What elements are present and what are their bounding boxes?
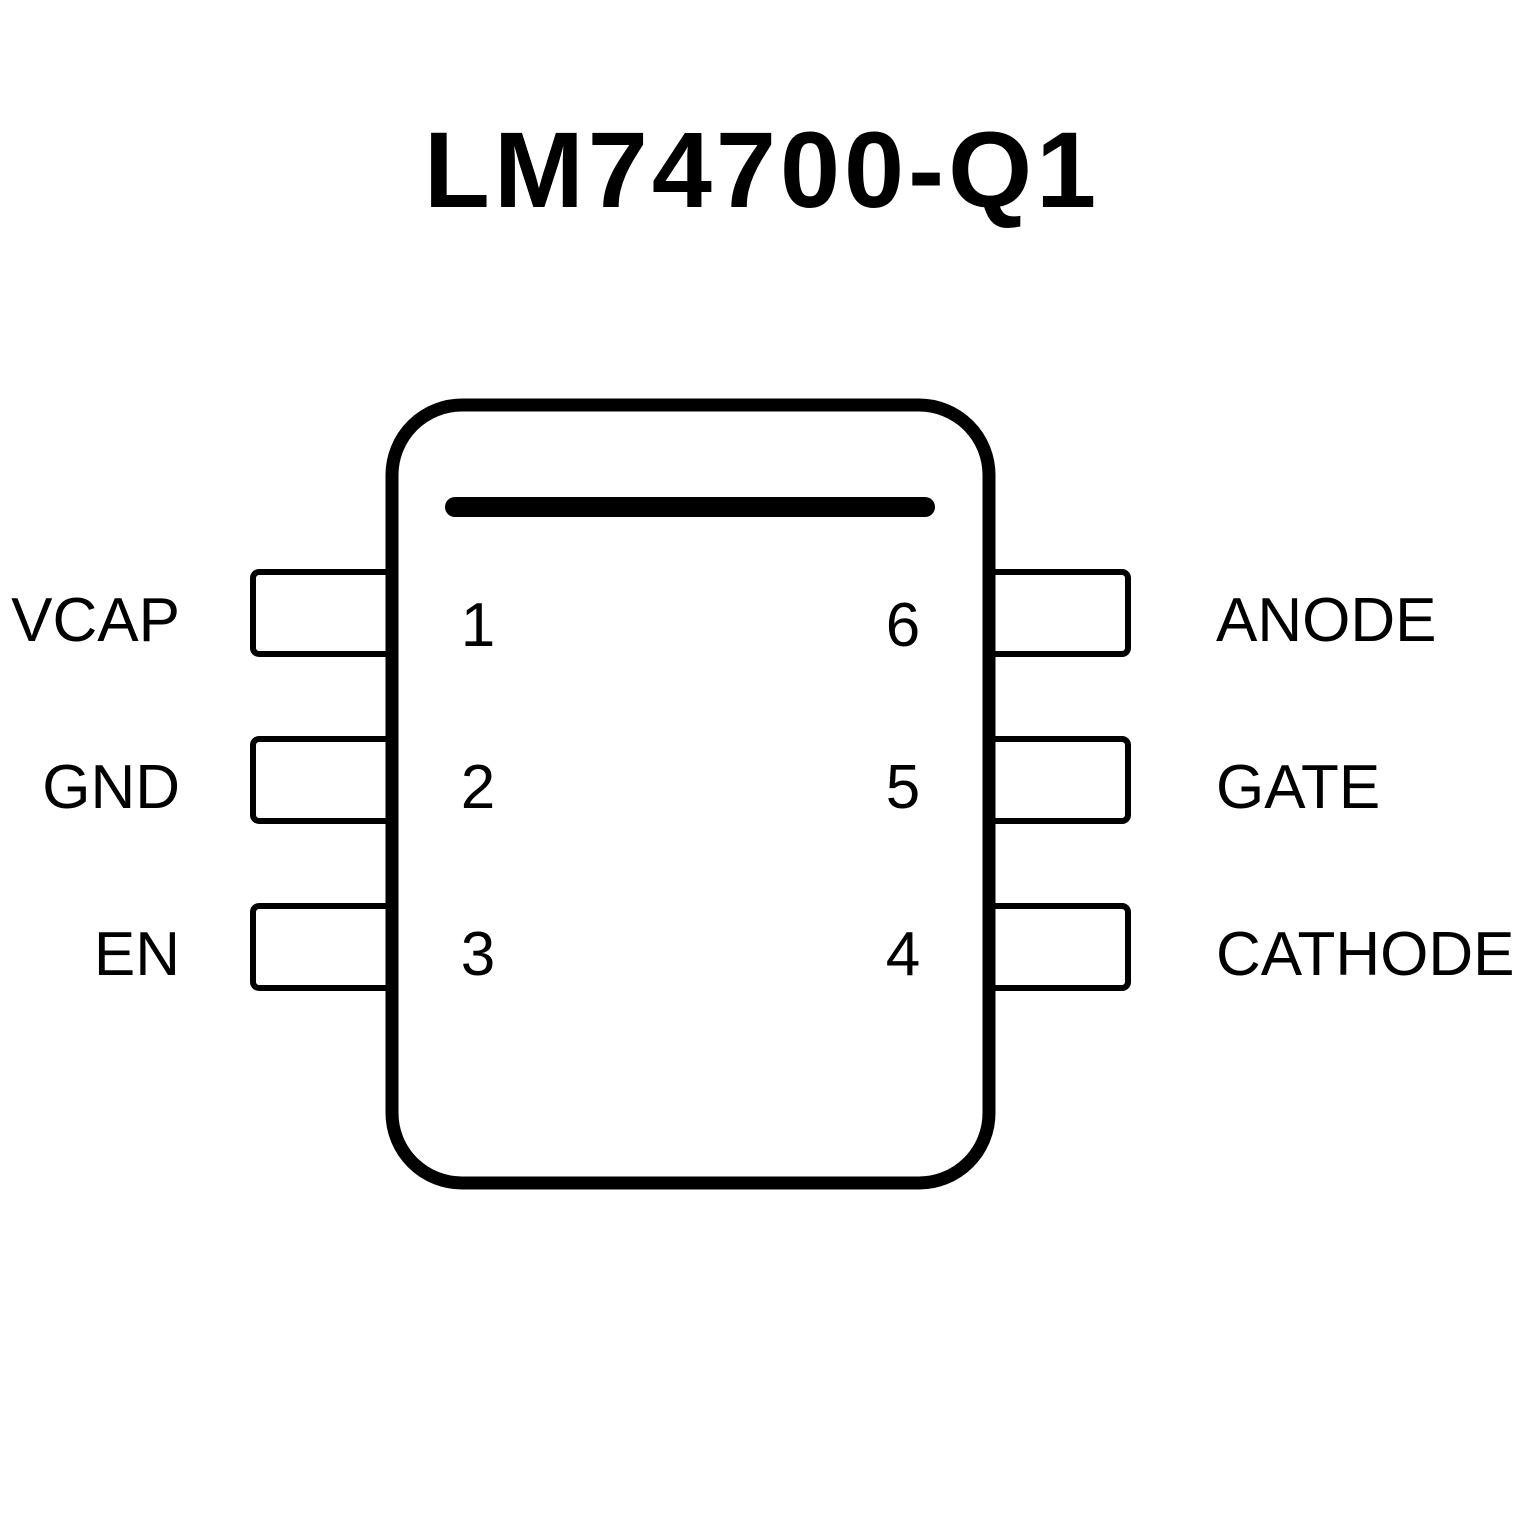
pin-tab-6 [985, 569, 1131, 657]
pin-name-gnd: GND [42, 753, 180, 822]
pin-number-5: 5 [886, 753, 920, 822]
chip-body [385, 398, 996, 1190]
pin-name-vcap: VCAP [11, 586, 180, 655]
pin-tab-1 [250, 569, 396, 657]
pin-name-en: EN [94, 920, 180, 989]
pin-tab-2 [250, 736, 396, 824]
pin-name-anode: ANODE [1216, 586, 1436, 655]
pin-number-1: 1 [461, 591, 495, 660]
left-pin-tabs [250, 569, 396, 991]
pin-tab-5 [985, 736, 1131, 824]
pin-number-4: 4 [886, 920, 920, 989]
right-pin-tabs [985, 569, 1131, 991]
pin-name-gate: GATE [1216, 753, 1380, 822]
pin-number-6: 6 [886, 591, 920, 660]
pin-tab-4 [985, 903, 1131, 991]
chip-title: LM74700-Q1 [424, 109, 1100, 230]
pin-tab-3 [250, 903, 396, 991]
pin-number-3: 3 [461, 920, 495, 989]
pin-number-2: 2 [461, 753, 495, 822]
pin-name-cathode: CATHODE [1216, 920, 1515, 989]
